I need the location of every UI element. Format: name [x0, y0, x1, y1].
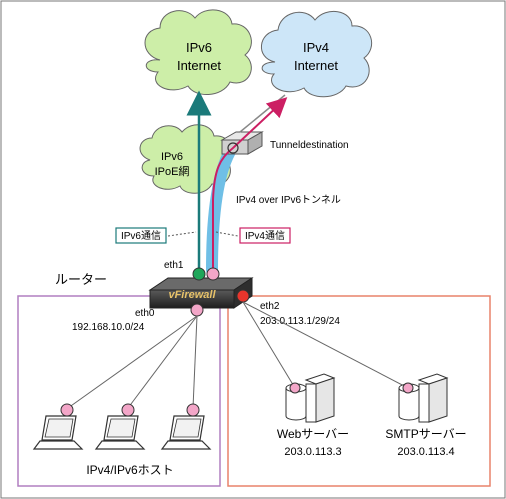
web-server: [285, 373, 336, 423]
ipv6-comm-callout: IPv6通信: [115, 227, 197, 244]
eth2-label: eth2: [260, 301, 280, 312]
port-eth1-ipv4: [206, 267, 220, 281]
ipoe-line1: IPv6: [161, 151, 183, 163]
ipv6-comm-label: IPv6通信: [121, 230, 161, 242]
eth0-label: eth0: [135, 308, 155, 319]
tunnel-destination-label: Tunneldestination: [270, 140, 349, 151]
lan-link-host2: [127, 315, 198, 409]
tunnel-label: IPv4 over IPv6トンネル: [236, 194, 341, 206]
lan-zone-box: [17, 295, 221, 487]
host-laptop-2: [94, 403, 146, 450]
ipv6-internet-cloud: IPv6 Internet: [144, 9, 252, 95]
ipv6-internet-line1: IPv6: [186, 40, 212, 55]
eth0-address: 192.168.10.0/24: [72, 322, 145, 333]
hosts-label: IPv4/IPv6ホスト: [86, 463, 173, 477]
host-laptop-1: [32, 403, 84, 450]
router-label: ルーター: [55, 272, 107, 287]
smtp-server: [398, 373, 449, 423]
smtp-server-address: 203.0.113.4: [397, 446, 454, 458]
dmz-zone-box: [227, 295, 491, 487]
eth1-label: eth1: [164, 260, 184, 271]
ipv4-internet-cloud: IPv4 Internet: [260, 11, 373, 98]
dmz-link-web: [242, 301, 296, 389]
host-laptop-3: [160, 403, 212, 450]
ipv4-comm-callout: IPv4通信: [215, 227, 291, 244]
port-eth0: [190, 303, 204, 317]
eth2-address: 203.0.113.1/29/24: [260, 316, 340, 327]
web-server-address: 203.0.113.3: [284, 446, 341, 458]
smtp-server-label: SMTPサーバー: [385, 427, 466, 441]
port-eth2: [236, 289, 250, 303]
lan-link-host3: [192, 315, 198, 409]
ipoe-cloud: IPv6 IPoE網: [139, 124, 232, 194]
lan-link-host1: [67, 315, 198, 409]
web-server-label: Webサーバー: [277, 427, 349, 441]
ipv4-path-arrow: [212, 97, 288, 272]
port-eth1-ipv6: [192, 267, 206, 281]
tunnel-end-circle: [227, 142, 239, 154]
ipv4-internet-line1: IPv4: [303, 40, 329, 55]
ipv6-internet-line2: Internet: [177, 58, 221, 73]
dmz-link-smtp: [242, 301, 409, 389]
router-brand: vFirewall: [168, 289, 216, 301]
ipv4-comm-label: IPv4通信: [245, 230, 285, 242]
ipoe-line2: IPoE網: [155, 164, 190, 178]
ipv4-internet-line2: Internet: [294, 58, 338, 73]
router-device: vFirewall: [148, 277, 254, 309]
